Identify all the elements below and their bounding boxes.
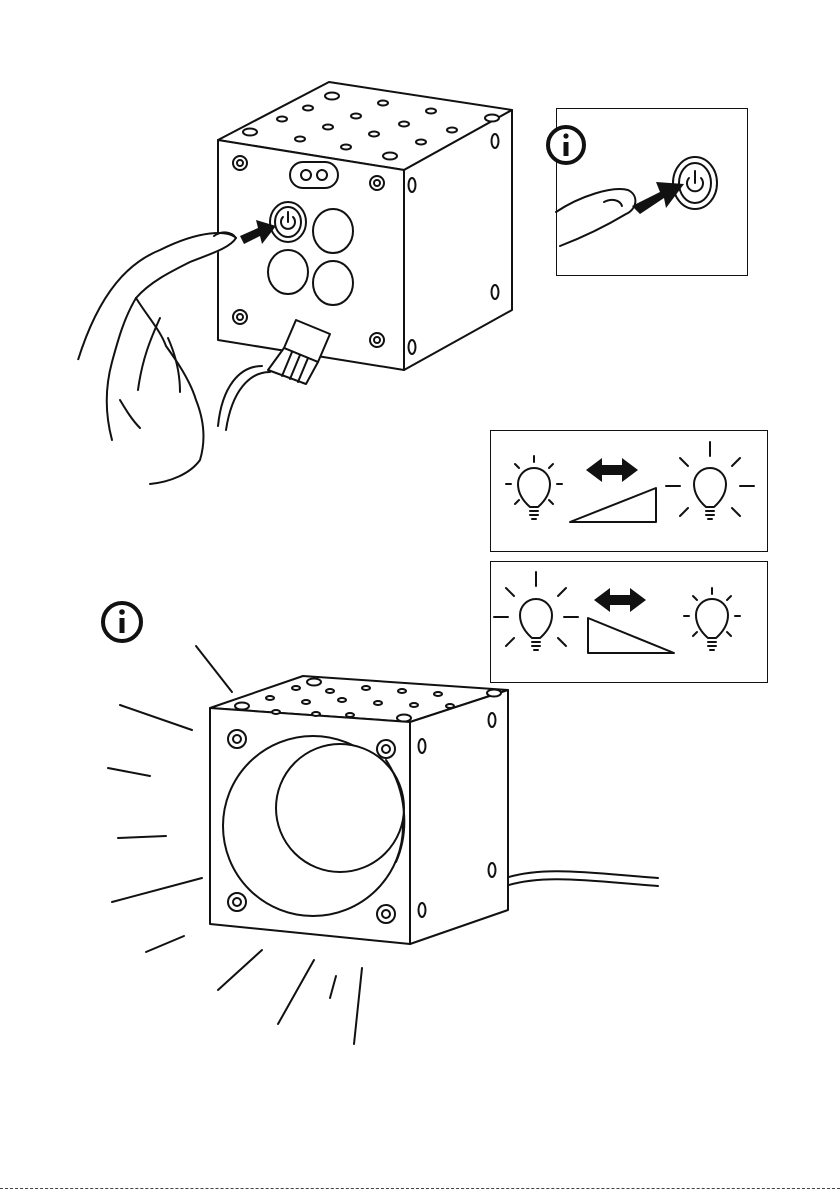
info-icon	[103, 603, 141, 641]
lamp-cable	[500, 871, 658, 880]
lamp-lens	[223, 736, 404, 916]
page-edge-rule	[0, 1188, 840, 1189]
